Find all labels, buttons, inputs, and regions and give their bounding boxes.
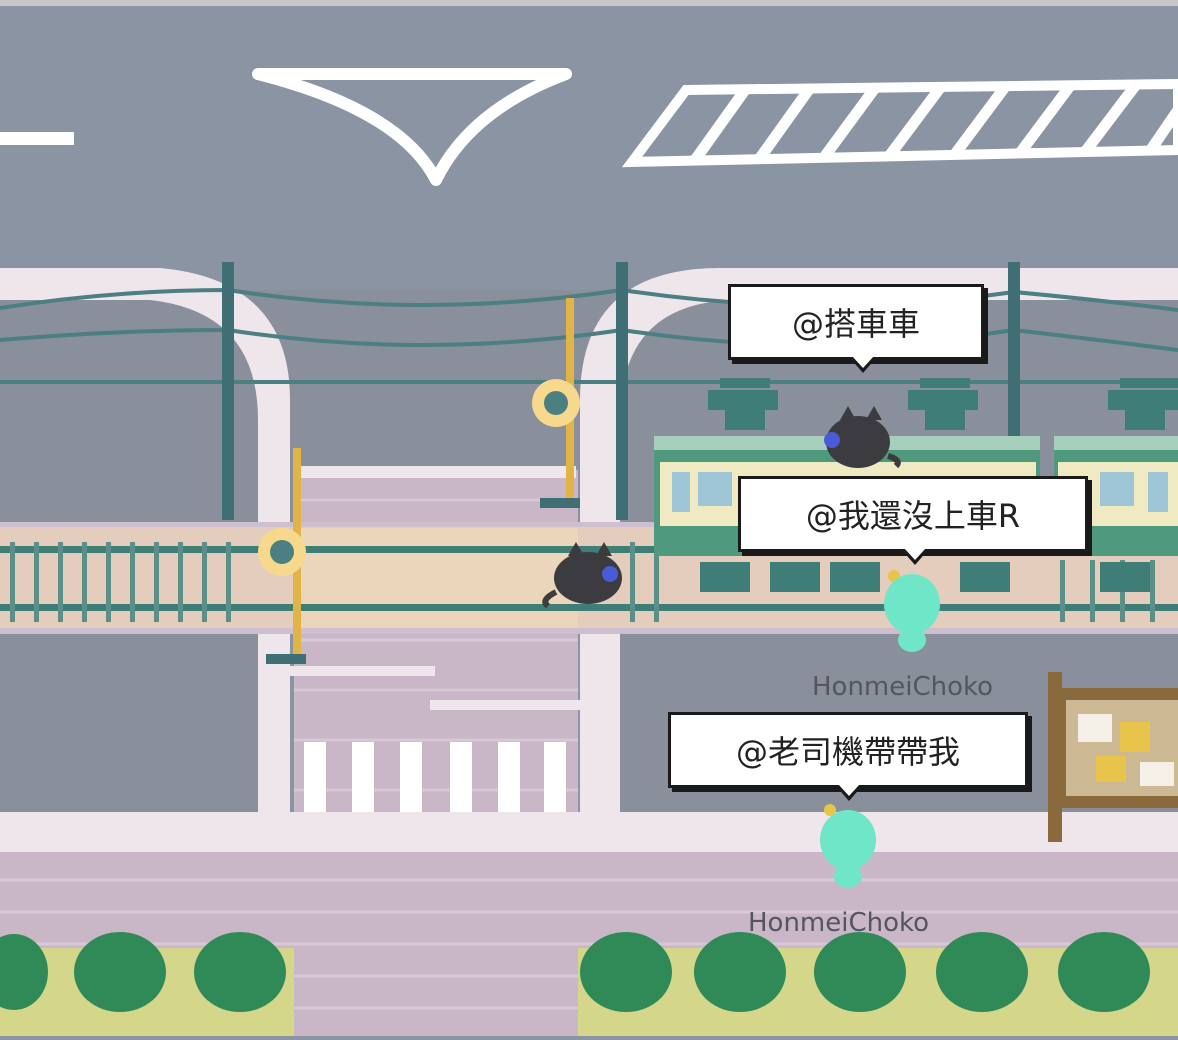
top-strip <box>0 0 1178 6</box>
walkway-top-edge <box>298 466 576 478</box>
level-crossing-planks <box>296 528 578 632</box>
walkway-line-2 <box>430 700 580 710</box>
player-nametag: HonmeiChoko <box>812 672 994 702</box>
hatched-road-marking <box>621 78 1178 168</box>
black-cat-icon[interactable] <box>542 542 622 609</box>
catenary-poles <box>222 262 1020 520</box>
chat-bubble-3: @老司機帶帶我 <box>668 712 1028 801</box>
chat-bubble-1: @搭車車 <box>728 284 984 373</box>
chat-bubble-text: @搭車車 <box>791 305 920 343</box>
mint-avatar-icon[interactable] <box>820 804 876 888</box>
crosswalk-stripes <box>304 742 566 832</box>
chat-bubble-2: @我還沒上車R <box>738 476 1088 565</box>
crossing-signal-icon <box>258 298 580 664</box>
bush-icon <box>0 932 1150 1012</box>
sidewalk-curb <box>0 812 1178 852</box>
chat-bubble-text: @我還沒上車R <box>805 497 1021 535</box>
black-cat-icon[interactable] <box>824 406 901 469</box>
mint-avatar-icon[interactable] <box>884 570 940 652</box>
rail-fence-posts <box>10 542 1155 622</box>
yield-marking <box>252 68 572 186</box>
lane-dash <box>0 132 74 145</box>
player-nametag: HonmeiChoko <box>748 908 930 938</box>
walkway-line-1 <box>290 666 435 676</box>
rails <box>0 522 1178 634</box>
chat-bubble-text: @老司機帶帶我 <box>735 733 960 771</box>
brick-pattern <box>294 498 578 792</box>
notice-board-icon <box>1048 672 1178 842</box>
overhead-wires <box>0 287 1178 384</box>
